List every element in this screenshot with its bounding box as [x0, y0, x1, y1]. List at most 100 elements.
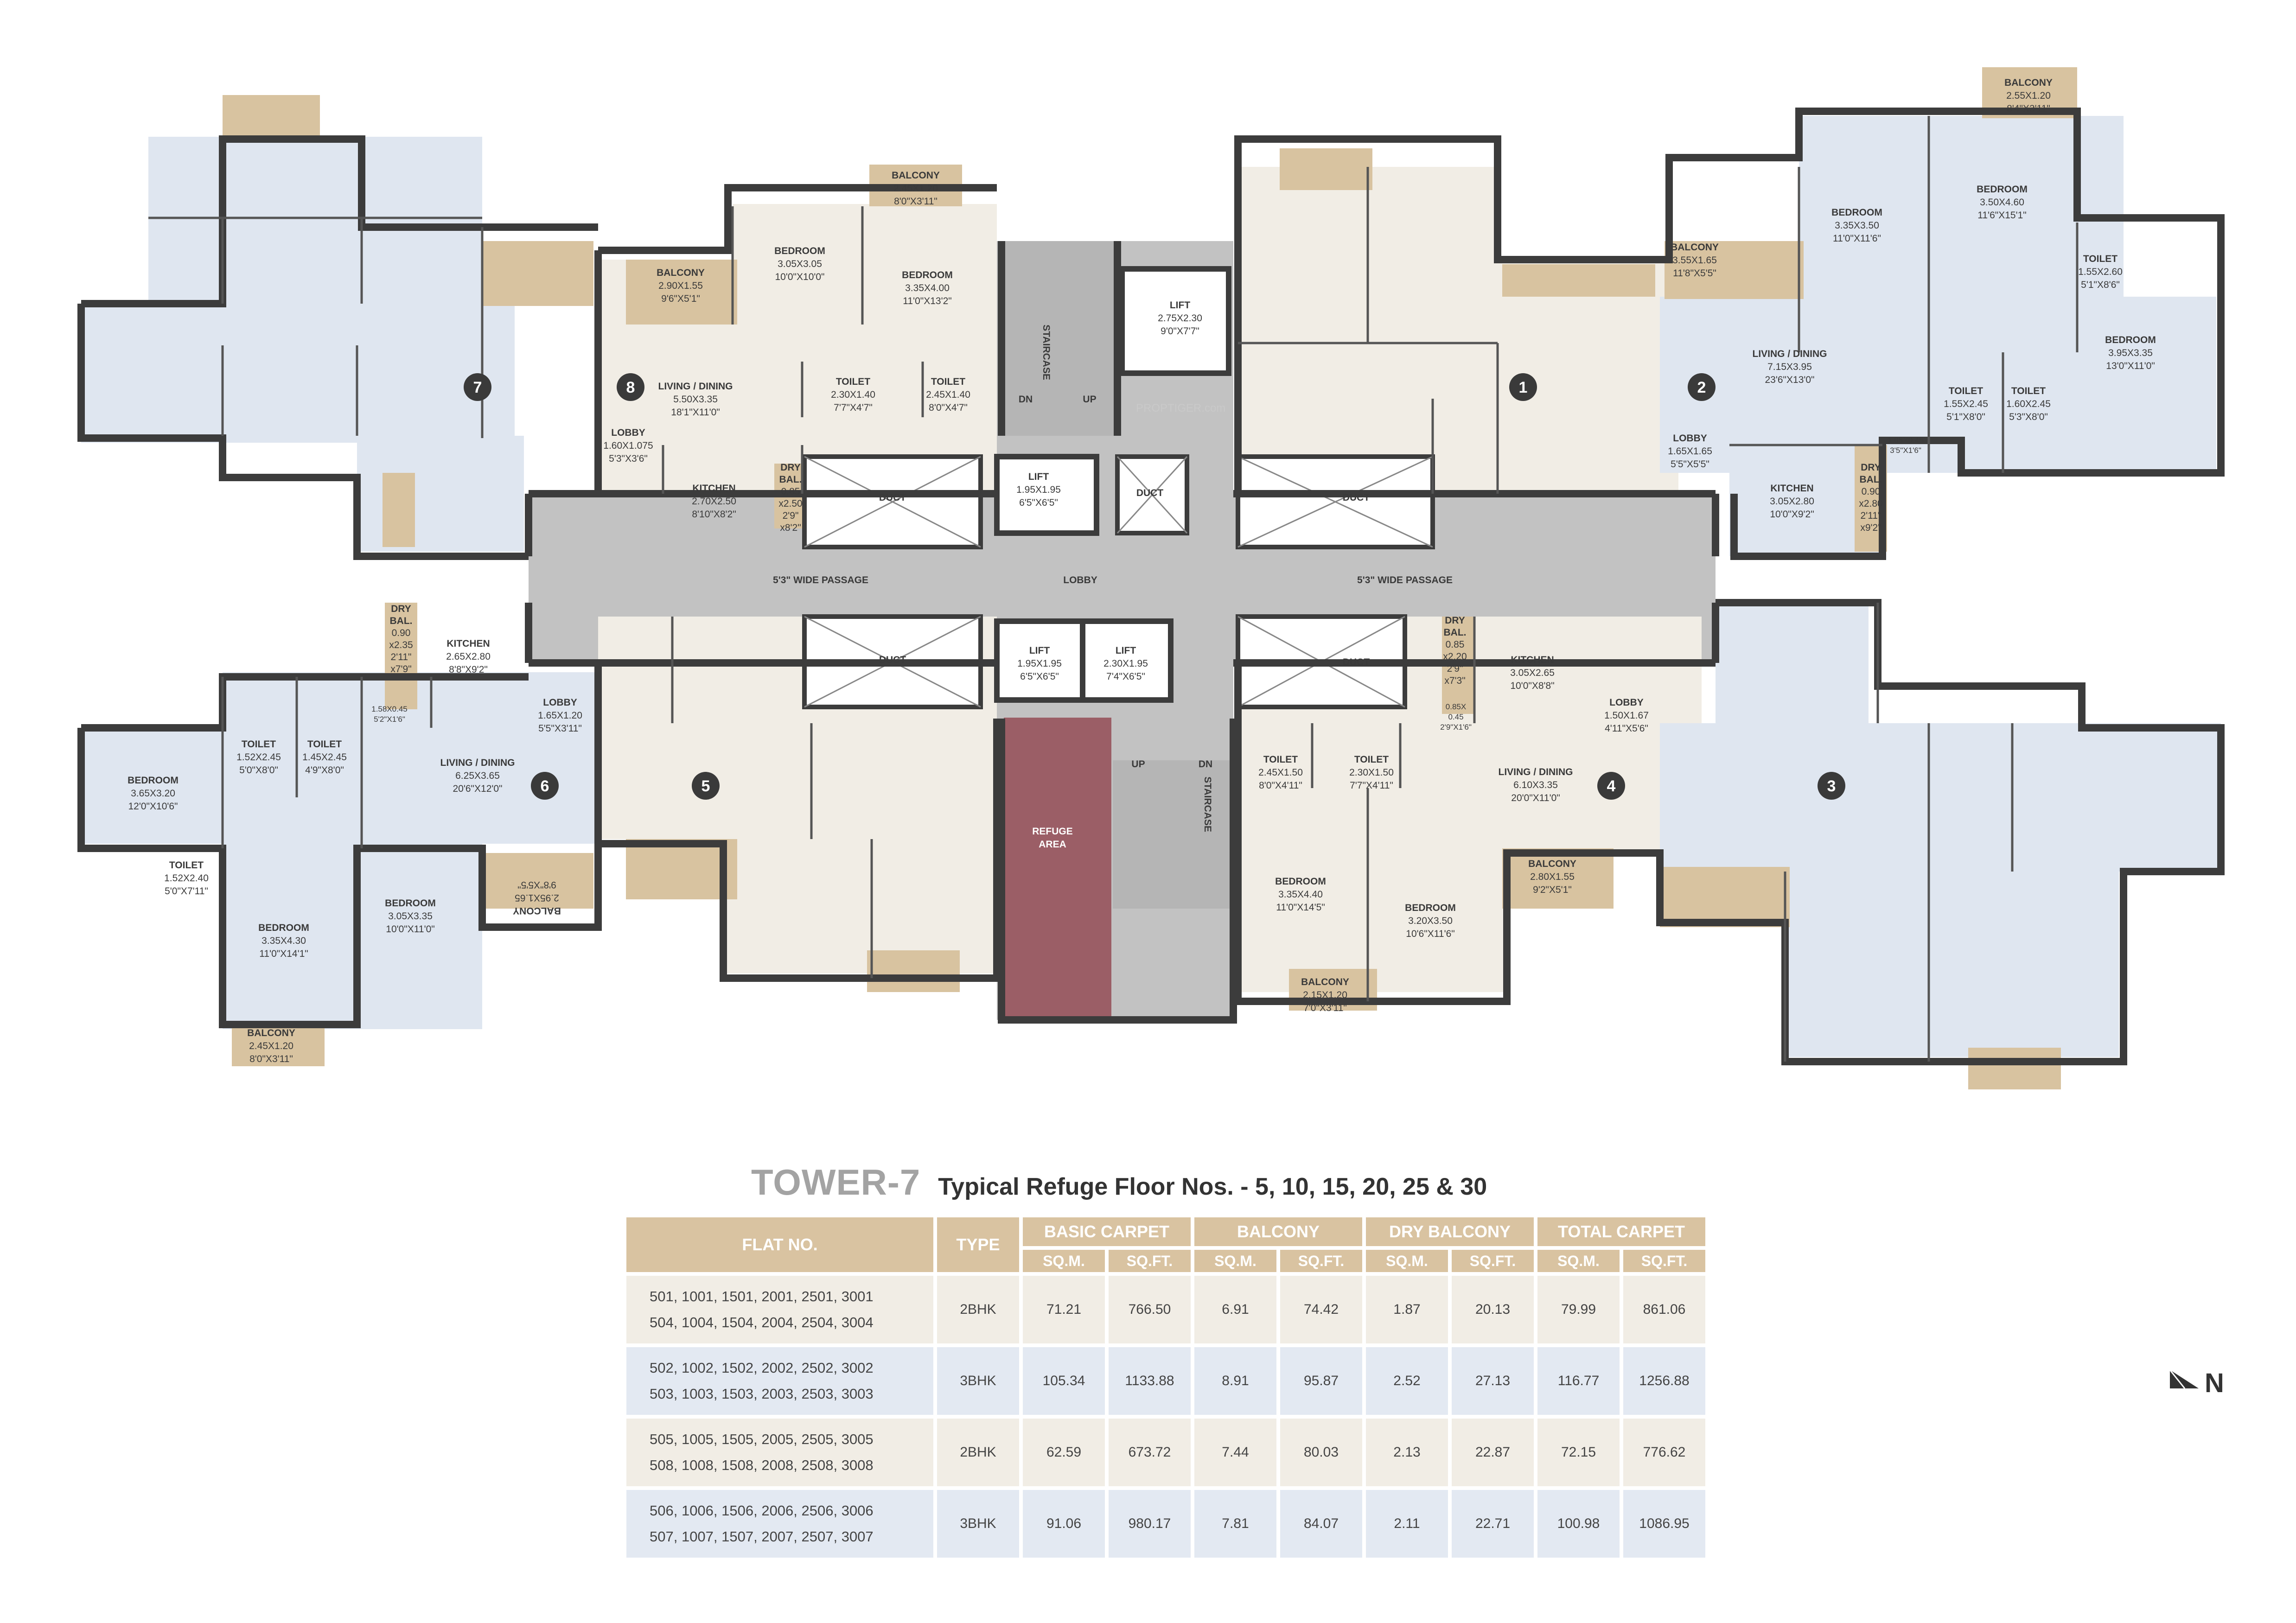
type-cell: 3BHK: [937, 1490, 1019, 1558]
svg-text:KITCHEN: KITCHEN: [1511, 655, 1554, 665]
room-label-lift: LIFT 1.95X1.95 6'5"X6'5": [1016, 471, 1061, 508]
svg-text:3'5"X1'6": 3'5"X1'6": [1890, 446, 1921, 455]
dry-sqft-cell: 22.71: [1452, 1490, 1534, 1558]
tower-name: TOWER-7: [751, 1162, 921, 1203]
svg-text:9'8"X5'5": 9'8"X5'5": [517, 879, 556, 890]
svg-text:BEDROOM: BEDROOM: [774, 246, 825, 256]
header-dry-balcony: DRY BALCONY: [1366, 1217, 1534, 1246]
svg-text:2.45X1.50: 2.45X1.50: [1258, 767, 1303, 778]
svg-text:1.45X2.45: 1.45X2.45: [302, 752, 347, 763]
svg-text:3.05X3.05: 3.05X3.05: [778, 259, 822, 269]
unit-number-5: 5: [702, 777, 710, 795]
svg-text:8'10"X8'2": 8'10"X8'2": [692, 509, 736, 520]
svg-text:TOILET: TOILET: [1949, 386, 1983, 396]
svg-text:KITCHEN: KITCHEN: [1770, 483, 1813, 494]
svg-text:1.65X1.20: 1.65X1.20: [538, 710, 582, 721]
svg-text:1.65X1.65: 1.65X1.65: [1668, 446, 1712, 457]
svg-text:20'6"X12'0": 20'6"X12'0": [453, 783, 502, 794]
header-balcony: BALCONY: [1194, 1217, 1362, 1246]
stair-up-label: UP: [1131, 759, 1145, 770]
balcony-sqm-cell: 8.91: [1194, 1347, 1276, 1415]
svg-text:LIFT: LIFT: [1028, 471, 1049, 482]
svg-text:x7'9": x7'9": [390, 664, 411, 675]
unit-number-3: 3: [1827, 777, 1836, 795]
svg-text:3.05X3.35: 3.05X3.35: [388, 911, 433, 922]
room-label-bedroom: BEDROOM 3.35X4.40 11'0"X14'5": [1275, 876, 1326, 913]
svg-text:3.55X1.65: 3.55X1.65: [1672, 255, 1717, 266]
svg-text:11'0"X13'2": 11'0"X13'2": [903, 296, 951, 306]
balconies: [223, 67, 2077, 1089]
svg-text:5'0"X7'11": 5'0"X7'11": [165, 886, 208, 897]
svg-text:DRY: DRY: [1445, 615, 1465, 626]
basic-sqm-cell: 62.59: [1023, 1419, 1105, 1486]
basic-sqft-cell: 673.72: [1109, 1419, 1191, 1486]
refuge-label: AREA: [1039, 839, 1066, 850]
basic-sqm-cell: 91.06: [1023, 1490, 1105, 1558]
basic-sqm-cell: 71.21: [1023, 1276, 1105, 1343]
svg-text:3.05X2.80: 3.05X2.80: [1770, 496, 1814, 507]
svg-text:1.60X1.075: 1.60X1.075: [603, 440, 653, 451]
svg-text:LOBBY: LOBBY: [611, 427, 645, 438]
duct-label: DUCT: [879, 655, 906, 665]
svg-text:x8'2": x8'2": [780, 522, 801, 533]
refuge-label: REFUGE: [1032, 826, 1073, 837]
header-sqm: SQ.M.: [1366, 1250, 1448, 1272]
svg-text:2.95X1.65: 2.95X1.65: [515, 892, 559, 903]
svg-text:3.35X4.40: 3.35X4.40: [1278, 889, 1323, 900]
unit-6-fill: [81, 728, 600, 844]
header-total-carpet: TOTAL CARPET: [1537, 1217, 1705, 1246]
balcony-sqft-cell: 95.87: [1280, 1347, 1362, 1415]
svg-text:2.45X1.40: 2.45X1.40: [926, 389, 970, 400]
room-label-small: 1.58X0.455'2"X1'6": [371, 705, 408, 724]
svg-text:23'6"X13'0": 23'6"X13'0": [1765, 375, 1814, 385]
svg-text:10'0"X9'2": 10'0"X9'2": [1770, 509, 1814, 520]
svg-text:6'5"X6'5": 6'5"X6'5": [1019, 497, 1058, 508]
total-sqft-cell: 861.06: [1623, 1276, 1705, 1343]
svg-text:BEDROOM: BEDROOM: [902, 270, 953, 280]
svg-text:TOILET: TOILET: [1354, 754, 1389, 765]
svg-text:10'0"X8'8": 10'0"X8'8": [1510, 681, 1554, 691]
svg-text:1.55X2.60: 1.55X2.60: [2078, 267, 2123, 277]
north-arrow-icon: [2169, 1369, 2199, 1389]
svg-text:1.95X1.95: 1.95X1.95: [1016, 484, 1061, 495]
svg-text:LIVING / DINING: LIVING / DINING: [1752, 349, 1827, 359]
svg-text:x2.80: x2.80: [1859, 498, 1882, 509]
svg-text:8'4"X3'11": 8'4"X3'11": [2007, 103, 2050, 114]
svg-text:8'8"X9'2": 8'8"X9'2": [449, 664, 488, 675]
svg-text:LIVING / DINING: LIVING / DINING: [1498, 767, 1573, 777]
svg-text:0.90: 0.90: [1862, 486, 1881, 497]
svg-text:BEDROOM: BEDROOM: [258, 923, 309, 933]
svg-text:x2.50: x2.50: [778, 498, 802, 509]
svg-text:BEDROOM: BEDROOM: [385, 898, 436, 909]
core-shafts: [802, 266, 1435, 709]
north-label: N: [2205, 1368, 2224, 1398]
unit-badge-4: [1597, 772, 1625, 800]
svg-text:BEDROOM: BEDROOM: [1275, 876, 1326, 887]
svg-text:KITCHEN: KITCHEN: [446, 638, 490, 649]
unit-badge-2: [1688, 373, 1716, 401]
interior-walls: [148, 116, 2079, 1062]
svg-text:BALCONY: BALCONY: [1301, 977, 1349, 987]
svg-text:2'9": 2'9": [1447, 663, 1463, 674]
svg-text:LIFT: LIFT: [1170, 300, 1190, 311]
svg-text:3.65X3.20: 3.65X3.20: [131, 788, 175, 799]
svg-text:3.35X4.30: 3.35X4.30: [261, 936, 306, 946]
unit-badges: 7 8 1 2 6 5 4 3: [464, 373, 1845, 800]
svg-text:2.45X1.20: 2.45X1.20: [249, 1041, 293, 1051]
svg-text:BALCONY: BALCONY: [1528, 859, 1576, 869]
svg-text:11'0"X14'5": 11'0"X14'5": [1276, 902, 1325, 913]
svg-text:LOBBY: LOBBY: [543, 697, 577, 708]
header-sqft: SQ.FT.: [1623, 1250, 1705, 1272]
svg-text:5'0"X8'0": 5'0"X8'0": [239, 765, 278, 776]
